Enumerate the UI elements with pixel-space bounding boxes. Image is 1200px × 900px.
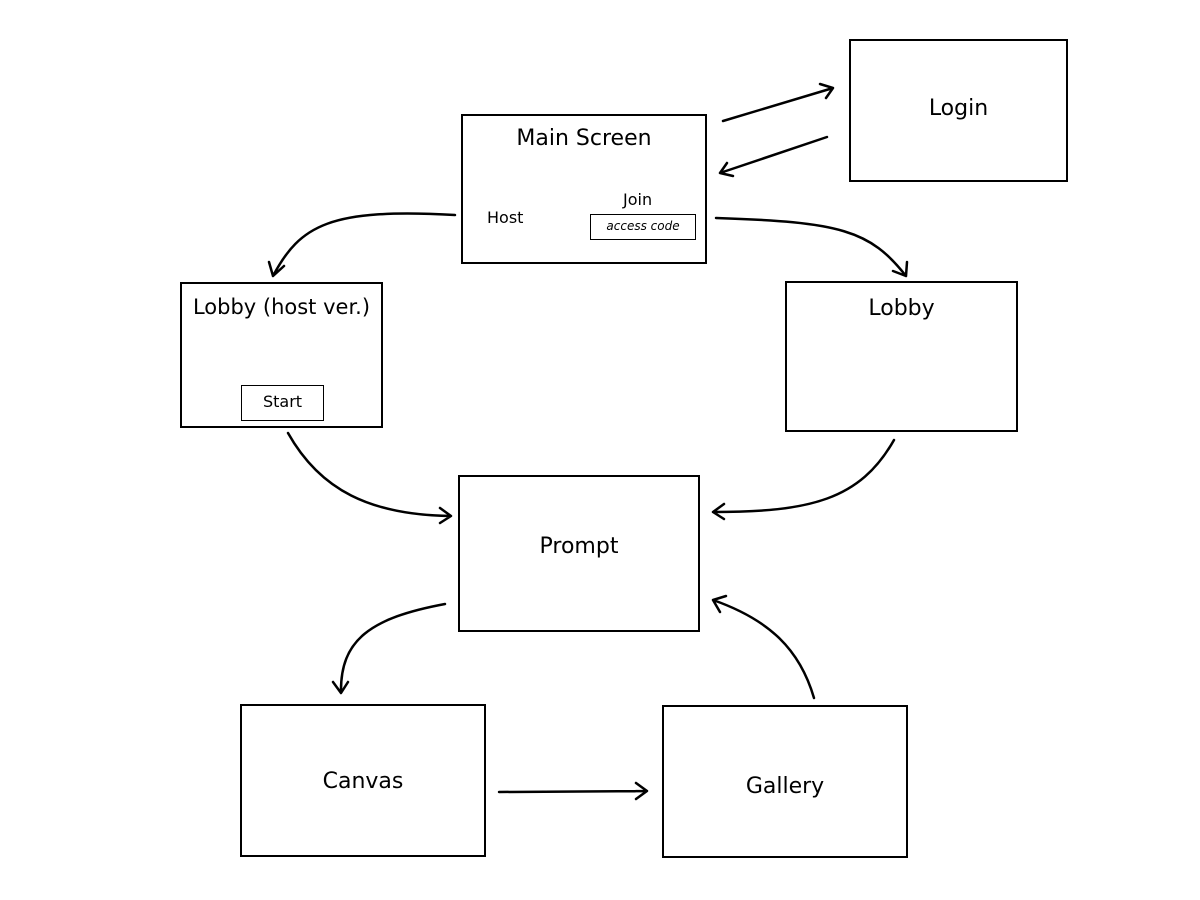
arrow-lobby-to-prompt xyxy=(711,438,896,521)
lobby-host-title: Lobby (host ver.) xyxy=(192,295,371,319)
arrow-prompt-to-canvas xyxy=(331,602,447,695)
host-label: Host xyxy=(487,208,524,227)
arrow-main-to-lobby xyxy=(714,216,909,278)
main-screen-title: Main Screen xyxy=(516,126,652,151)
prompt-box: Prompt xyxy=(458,475,700,632)
arrow-gallery-to-prompt xyxy=(711,594,816,700)
access-code-field: access code xyxy=(590,214,696,240)
start-button: Start xyxy=(241,385,324,421)
join-label: Join xyxy=(623,190,653,209)
lobby-title: Lobby xyxy=(868,296,935,321)
arrow-login-to-main xyxy=(718,135,829,178)
arrow-main-to-lobby-host xyxy=(267,212,457,278)
gallery-title: Gallery xyxy=(745,774,825,799)
prompt-title: Prompt xyxy=(539,534,619,559)
lobby-host-box: Lobby (host ver.) Start xyxy=(180,282,383,428)
arrow-main-to-login xyxy=(721,82,835,123)
canvas-box: Canvas xyxy=(240,704,486,857)
lobby-box: Lobby xyxy=(785,281,1018,432)
arrow-canvas-to-gallery xyxy=(497,781,649,801)
arrow-lobby-host-to-prompt xyxy=(286,431,453,525)
gallery-box: Gallery xyxy=(662,705,908,858)
main-screen-box: Main Screen Host Join access code xyxy=(461,114,707,264)
canvas-title: Canvas xyxy=(322,769,404,794)
login-title: Login xyxy=(928,96,989,121)
login-box: Login xyxy=(849,39,1068,182)
